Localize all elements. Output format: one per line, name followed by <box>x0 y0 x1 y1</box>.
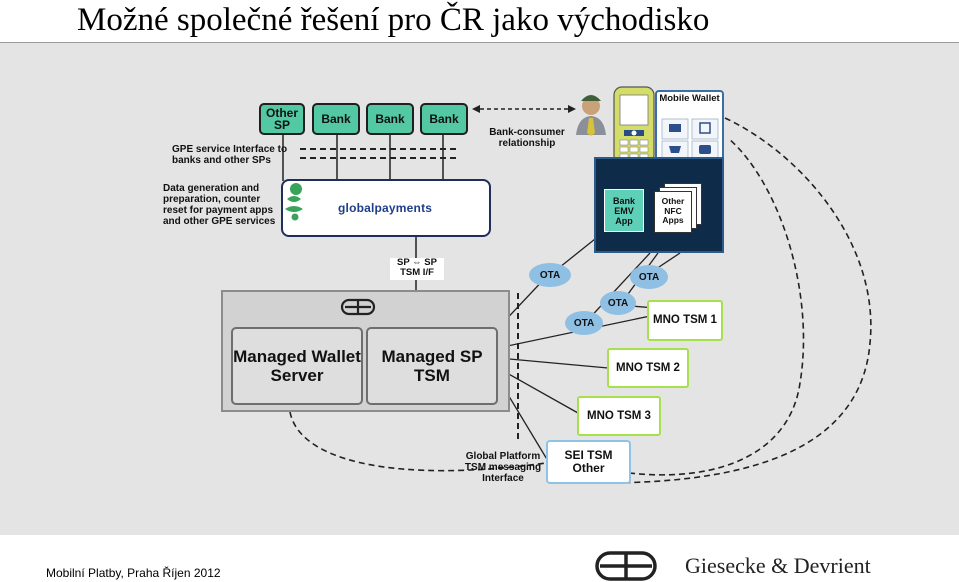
ota-badge-1: OTA <box>529 263 571 287</box>
mobile-wallet-box: Mobile Wallet <box>655 90 724 166</box>
footer-caption: Mobilní Platby, Praha Říjen 2012 <box>46 566 221 580</box>
mno-tsm-3-box: MNO TSM 3 <box>577 396 661 436</box>
bank-consumer-label: Bank-consumer relationship <box>489 127 565 149</box>
footer-brand-name: Giesecke & Devrient <box>685 553 871 578</box>
sp-tsm-interface-label: SP ⇔ SP TSM I/F <box>390 258 444 280</box>
gd-footer-logo-icon <box>595 551 657 581</box>
bank-box-2: Bank <box>366 103 414 135</box>
other-nfc-apps-label: Other NFC Apps <box>661 196 685 225</box>
other-nfc-apps-box: Other NFC Apps <box>654 191 692 233</box>
ota-badge-3: OTA <box>600 291 636 315</box>
wallet-app-grid-icon <box>661 118 719 162</box>
globalpayments-box: globalpayments <box>281 179 491 237</box>
mno-tsm-1-box: MNO TSM 1 <box>647 300 723 341</box>
managed-sp-tsm-box: Managed SP TSM <box>366 327 498 405</box>
globalpayments-logo-icon <box>285 183 303 221</box>
bank-box-3: Bank <box>420 103 468 135</box>
connector-lines <box>282 86 872 484</box>
slide-title: Možné společné řešení pro ČR jako východ… <box>77 2 710 38</box>
other-sp-box: Other SP <box>259 103 305 135</box>
global-platform-label: Global Platform TSM messaging Interface <box>464 451 542 484</box>
managed-wallet-server-box: Managed Wallet Server <box>231 327 363 405</box>
title-divider <box>0 42 959 43</box>
gd-logo-icon <box>340 298 376 316</box>
bank-emv-app-box: Bank EMV App <box>604 189 644 232</box>
diagram-canvas: Other SP Bank Bank Bank GPE service Inte… <box>0 43 959 535</box>
gpe-service-label: GPE service Interface to banks and other… <box>172 144 288 166</box>
sei-tsm-other-box: SEI TSM Other <box>546 440 631 484</box>
bank-box-1: Bank <box>312 103 360 135</box>
ota-badge-4: OTA <box>565 311 603 335</box>
data-generation-label: Data generation and preparation, counter… <box>163 183 276 227</box>
globalpayments-wordmark: globalpayments <box>338 201 433 215</box>
ota-badge-2: OTA <box>630 265 668 289</box>
mno-tsm-2-box: MNO TSM 2 <box>607 348 689 388</box>
mobile-wallet-title: Mobile Wallet <box>659 93 720 104</box>
